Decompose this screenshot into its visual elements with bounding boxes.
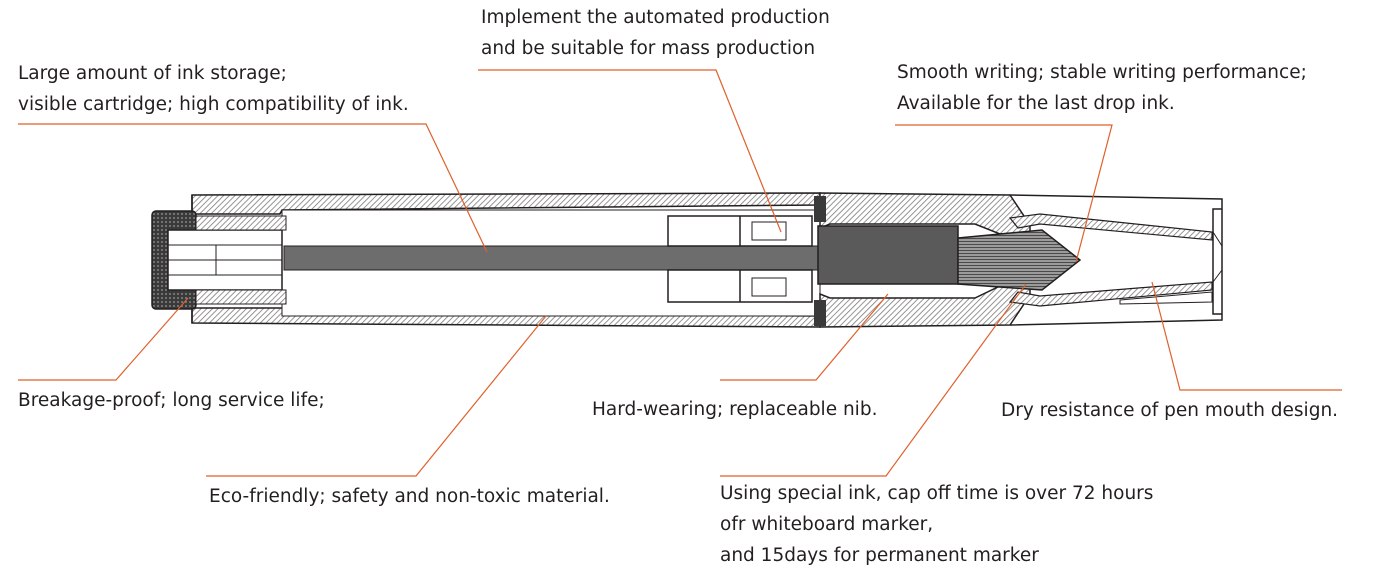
leader-special-ink (720, 283, 1027, 477)
ink-storage-line-1: Large amount of ink storage; (18, 63, 287, 84)
breakage-proof-label: Breakage-proof; long service life; (18, 385, 325, 416)
special-ink-line-2: ofr whiteboard marker, (720, 514, 934, 535)
eco-line-1: Eco-friendly; safety and non-toxic mater… (209, 486, 610, 507)
automated-line-1: Implement the automated production (481, 7, 830, 28)
eco-friendly-label: Eco-friendly; safety and non-toxic mater… (209, 481, 610, 512)
ink-storage-label: Large amount of ink storage; visible car… (18, 58, 409, 120)
special-ink-label: Using special ink, cap off time is over … (720, 478, 1153, 571)
leader-ink-storage (18, 123, 488, 253)
smooth-line-1: Smooth writing; stable writing performan… (897, 62, 1307, 83)
leader-dry (1151, 281, 1342, 391)
special-ink-line-1: Using special ink, cap off time is over … (720, 483, 1154, 504)
smooth-line-2: Available for the last drop ink. (897, 93, 1175, 114)
leader-nib (720, 293, 889, 381)
leader-smooth (895, 124, 1113, 263)
leader-lines (18, 69, 1342, 477)
special-ink-line-3: and 15days for permanent marker (720, 545, 1039, 566)
automated-line-2: and be suitable for mass production (481, 38, 816, 59)
cap-inner-bottom (1008, 281, 1213, 307)
leader-automated (478, 69, 782, 233)
nib-label: Hard-wearing; replaceable nib. (592, 394, 877, 425)
cap-inner-top (1008, 213, 1213, 241)
end-cap (151, 210, 287, 310)
nib (817, 225, 1082, 291)
connector-blocks (667, 215, 813, 303)
nib-line-1: Hard-wearing; replaceable nib. (592, 399, 878, 420)
dry-line-1: Dry resistance of pen mouth design. (1001, 400, 1339, 421)
automated-production-label: Implement the automated production and b… (481, 2, 830, 64)
breakage-line-1: Breakage-proof; long service life; (18, 390, 325, 411)
smooth-writing-label: Smooth writing; stable writing performan… (897, 57, 1307, 119)
leader-eco (206, 315, 547, 477)
ink-rod (283, 245, 825, 271)
pen-cap (1008, 194, 1223, 326)
leader-breakage (18, 297, 189, 381)
dry-resistance-label: Dry resistance of pen mouth design. (1001, 395, 1338, 426)
ink-storage-line-2: visible cartridge; high compatibility of… (18, 94, 409, 115)
